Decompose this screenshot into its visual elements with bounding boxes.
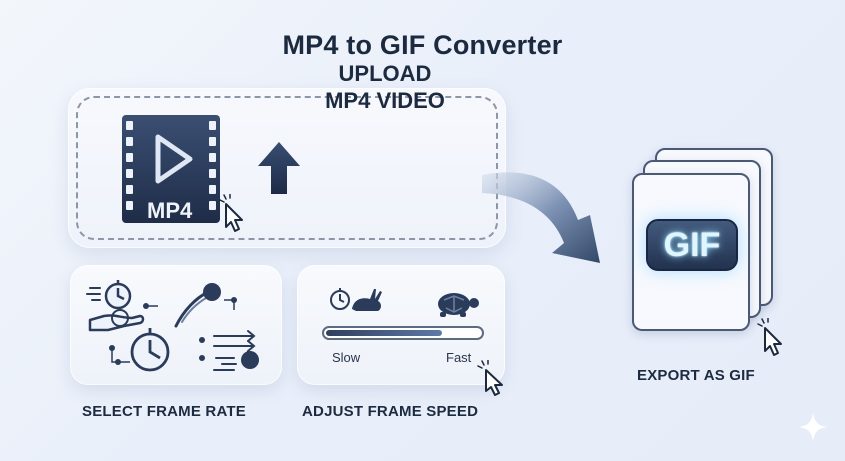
comet-icon bbox=[174, 283, 221, 328]
cursor-icon bbox=[219, 194, 243, 232]
upload-label-line1: UPLOAD bbox=[338, 61, 432, 86]
upload-label-line2: MP4 VIDEO bbox=[325, 88, 445, 113]
rabbit-icon bbox=[330, 288, 382, 311]
frame-speed-caption: ADJUST FRAME SPEED bbox=[302, 403, 479, 420]
stopwatch-icon bbox=[104, 280, 132, 310]
cursor-icon bbox=[757, 318, 782, 356]
gif-badge: GIF bbox=[646, 219, 738, 271]
frame-speed-panel[interactable] bbox=[297, 265, 505, 385]
slow-label: Slow bbox=[332, 350, 361, 365]
play-video-icon bbox=[122, 115, 220, 223]
frame-rate-illustration bbox=[86, 280, 259, 372]
slider-fill bbox=[326, 330, 442, 336]
frame-speed-slider[interactable] bbox=[322, 326, 484, 340]
mp4-file-badge: MP4 bbox=[147, 198, 193, 223]
fast-label: Fast bbox=[446, 350, 472, 365]
upload-arrow-icon bbox=[258, 142, 300, 194]
export-caption: EXPORT AS GIF bbox=[637, 367, 755, 384]
frame-rate-caption: SELECT FRAME RATE bbox=[82, 403, 246, 420]
turtle-icon bbox=[438, 293, 479, 317]
upload-label: UPLOAD MP4 VIDEO bbox=[290, 60, 480, 114]
sparkle-icon bbox=[798, 412, 828, 442]
hand-icon bbox=[88, 314, 145, 332]
dropzone-border bbox=[76, 96, 498, 240]
clock-icon bbox=[130, 328, 170, 372]
page-title: MP4 to GIF Converter bbox=[282, 30, 563, 60]
cursor-icon bbox=[477, 360, 503, 396]
flow-arrow-icon bbox=[482, 172, 600, 263]
